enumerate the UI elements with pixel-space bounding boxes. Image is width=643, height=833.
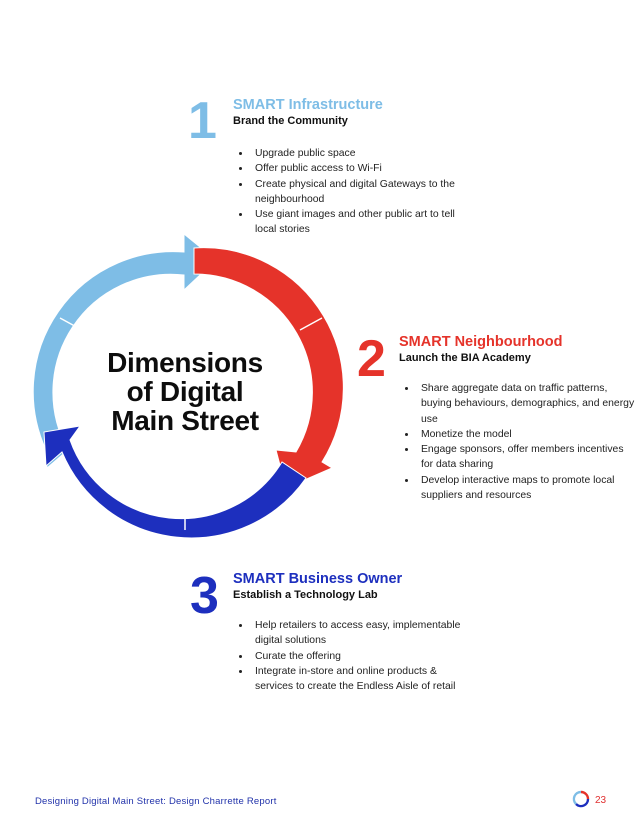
section-subtitle: Establish a Technology Lab [233, 589, 378, 601]
center-title-line: Dimensions [107, 347, 263, 378]
bullet-list: Help retailers to access easy, implement… [233, 618, 461, 694]
list-item: Share aggregate data on traffic patterns… [417, 381, 637, 427]
bullet-list: Share aggregate data on traffic patterns… [399, 381, 637, 503]
section-title: SMART Neighbourhood [399, 334, 563, 350]
section-subtitle: Brand the Community [233, 115, 348, 127]
list-item: Offer public access to Wi-Fi [251, 161, 461, 176]
list-item: Help retailers to access easy, implement… [251, 618, 461, 649]
list-item: Monetize the model [417, 427, 637, 442]
list-item: Curate the offering [251, 649, 461, 664]
diagram-center-title: Dimensions of Digital Main Street [80, 348, 290, 435]
segment-divider [59, 317, 83, 331]
footer-report-title: Designing Digital Main Street: Design Ch… [35, 796, 277, 807]
section-number: 2 [357, 330, 386, 388]
page-number: 23 [595, 795, 607, 806]
section-subtitle: Launch the BIA Academy [399, 352, 531, 364]
list-item: Engage sponsors, offer members incentive… [417, 442, 637, 473]
list-item: Develop interactive maps to promote loca… [417, 473, 637, 504]
section-number: 3 [190, 567, 219, 625]
list-item: Use giant images and other public art to… [251, 207, 461, 238]
center-title-line: of Digital [126, 376, 244, 407]
red-arrow-segment [193, 247, 344, 489]
list-item: Create physical and digital Gateways to … [251, 177, 461, 208]
center-title-line: Main Street [111, 405, 259, 436]
light-blue-arrow-segment [32, 232, 217, 470]
list-item: Integrate in-store and online products &… [251, 664, 461, 695]
bullet-list: Upgrade public space Offer public access… [233, 146, 461, 238]
dark-blue-arrow-segment [43, 425, 307, 539]
section-title: SMART Business Owner [233, 571, 403, 587]
segment-divider [299, 317, 323, 331]
list-item: Upgrade public space [251, 146, 461, 161]
section-title: SMART Infrastructure [233, 97, 383, 113]
ring-logo-icon [572, 790, 590, 808]
section-number: 1 [188, 92, 217, 150]
